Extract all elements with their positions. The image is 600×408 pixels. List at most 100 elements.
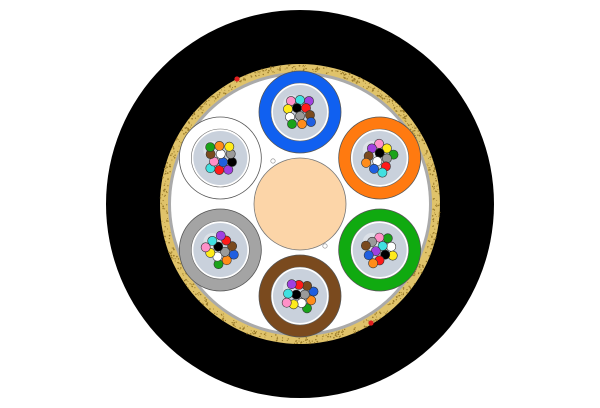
armor-speckle bbox=[432, 220, 435, 222]
armor-speckle bbox=[163, 196, 165, 197]
armor-speckle bbox=[164, 172, 167, 175]
armor-speckle bbox=[337, 333, 340, 336]
armor-speckle bbox=[191, 285, 194, 288]
armor-speckle bbox=[365, 325, 368, 328]
armor-speckle bbox=[436, 216, 437, 217]
armor-speckle bbox=[291, 67, 294, 69]
armor-speckle bbox=[272, 71, 274, 73]
armor-speckle bbox=[381, 90, 383, 92]
armor-speckle bbox=[422, 139, 424, 142]
armor-speckle bbox=[341, 71, 344, 74]
armor-speckle bbox=[212, 95, 215, 98]
armor-speckle bbox=[402, 292, 405, 294]
armor-speckle bbox=[326, 67, 328, 69]
armor-speckle bbox=[162, 207, 164, 210]
optical-fiber bbox=[224, 141, 235, 152]
armor-speckle bbox=[197, 294, 199, 296]
armor-speckle bbox=[255, 331, 258, 333]
armor-speckle bbox=[205, 103, 207, 105]
armor-speckle bbox=[197, 110, 199, 111]
armor-speckle bbox=[186, 279, 188, 281]
armor-speckle bbox=[239, 80, 242, 83]
armor-speckle bbox=[406, 123, 409, 125]
armor-speckle bbox=[427, 151, 429, 153]
armor-speckle bbox=[223, 315, 225, 317]
armor-speckle bbox=[437, 221, 439, 223]
rip-cord bbox=[234, 76, 240, 82]
armor-speckle bbox=[388, 101, 390, 103]
armor-speckle bbox=[417, 272, 420, 275]
armor-speckle bbox=[188, 122, 190, 124]
armor-speckle bbox=[165, 170, 167, 172]
armor-speckle bbox=[429, 173, 432, 175]
armor-speckle bbox=[242, 78, 245, 81]
armor-speckle bbox=[185, 131, 187, 134]
armor-speckle bbox=[433, 168, 436, 171]
armor-speckle bbox=[353, 331, 356, 334]
armor-speckle bbox=[325, 72, 328, 74]
armor-speckle bbox=[386, 98, 388, 100]
armor-speckle bbox=[238, 81, 241, 83]
optical-fiber bbox=[386, 241, 397, 252]
armor-speckle bbox=[438, 203, 440, 205]
armor-speckle bbox=[378, 94, 381, 97]
buffer-tube-brown bbox=[258, 254, 342, 338]
armor-speckle bbox=[434, 188, 435, 190]
armor-speckle bbox=[216, 96, 219, 98]
armor-speckle bbox=[221, 314, 223, 316]
armor-speckle bbox=[169, 165, 172, 168]
armor-speckle bbox=[433, 197, 435, 200]
armor-speckle bbox=[233, 323, 235, 326]
armor-speckle bbox=[258, 71, 260, 73]
armor-speckle bbox=[427, 246, 429, 248]
optical-fiber bbox=[227, 241, 237, 252]
armor-speckle bbox=[205, 303, 208, 306]
armor-speckle bbox=[403, 115, 406, 118]
armor-speckle bbox=[180, 267, 182, 269]
armor-speckle bbox=[385, 313, 387, 315]
armor-speckle bbox=[414, 274, 416, 276]
armor-speckle bbox=[432, 170, 435, 172]
armor-speckle bbox=[305, 336, 308, 339]
armor-speckle bbox=[433, 188, 435, 190]
armor-speckle bbox=[205, 300, 207, 303]
armor-speckle bbox=[253, 333, 255, 335]
armor-speckle bbox=[165, 190, 167, 193]
armor-speckle bbox=[437, 222, 439, 224]
armor-speckle bbox=[303, 341, 305, 342]
armor-speckle bbox=[435, 179, 438, 182]
armor-speckle bbox=[299, 342, 302, 344]
armor-speckle bbox=[171, 148, 173, 150]
armor-speckle bbox=[393, 108, 395, 110]
armor-speckle bbox=[408, 285, 410, 288]
armor-speckle bbox=[162, 190, 164, 191]
armor-speckle bbox=[199, 105, 202, 108]
armor-speckle bbox=[162, 199, 164, 202]
armor-speckle bbox=[185, 283, 187, 286]
armor-speckle bbox=[431, 215, 434, 217]
armor-speckle bbox=[435, 237, 437, 239]
armor-speckle bbox=[370, 86, 372, 88]
armor-speckle bbox=[312, 68, 314, 71]
armor-speckle bbox=[338, 335, 341, 338]
armor-speckle bbox=[409, 128, 412, 131]
armor-speckle bbox=[346, 78, 348, 80]
armor-speckle bbox=[254, 71, 256, 74]
armor-speckle bbox=[160, 194, 161, 196]
armor-speckle bbox=[193, 111, 195, 114]
armor-speckle bbox=[191, 117, 193, 120]
armor-speckle bbox=[412, 126, 414, 128]
armor-speckle bbox=[236, 81, 238, 83]
armor-speckle bbox=[175, 139, 177, 141]
armor-speckle bbox=[437, 204, 440, 207]
optical-fiber bbox=[374, 232, 385, 243]
armor-speckle bbox=[216, 313, 218, 315]
armor-speckle bbox=[343, 74, 346, 76]
armor-speckle bbox=[428, 157, 429, 159]
optical-fiber bbox=[299, 289, 310, 300]
armor-speckle bbox=[165, 210, 168, 212]
armor-speckle bbox=[298, 340, 300, 342]
optical-fiber bbox=[287, 119, 297, 129]
armor-speckle bbox=[423, 142, 426, 145]
armor-speckle bbox=[168, 241, 170, 244]
